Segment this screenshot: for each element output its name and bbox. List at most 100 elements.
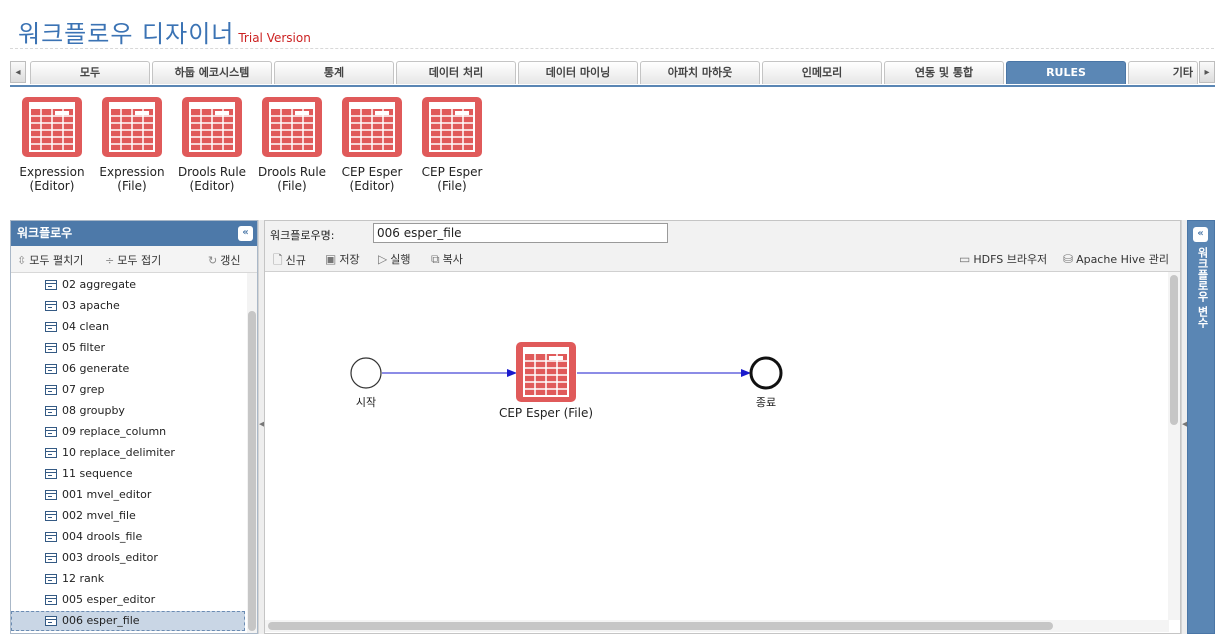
tree-item-label: 09 replace_column: [62, 425, 167, 438]
tree-item[interactable]: 03 apache: [11, 296, 245, 316]
canvas-vertical-scrollbar[interactable]: [1168, 272, 1180, 620]
tree-item[interactable]: 04 clean: [11, 317, 245, 337]
palette-expression-file[interactable]: Expression (File): [95, 96, 169, 193]
tab-apache-mahout[interactable]: 아파치 마하웃: [640, 61, 760, 84]
rule-table-icon: [421, 96, 483, 158]
refresh-icon: ↻: [208, 254, 218, 267]
left-splitter[interactable]: ◀: [258, 220, 266, 634]
tree-item-selected[interactable]: 006 esper_file: [11, 611, 245, 631]
tree-item-label: 02 aggregate: [62, 278, 137, 291]
tree-scrollbar[interactable]: [247, 273, 257, 633]
splitter-left-arrow-icon: ◀: [259, 420, 265, 428]
canvas-vertical-thumb[interactable]: [1170, 275, 1178, 425]
canvas-horizontal-scrollbar[interactable]: [265, 620, 1169, 632]
expand-all-icon: ⇳: [17, 254, 27, 267]
workflow-file-icon: [45, 532, 57, 542]
workflow-name-input[interactable]: [373, 223, 668, 243]
tab-all[interactable]: 모두: [30, 61, 150, 84]
right-splitter[interactable]: ◀: [1181, 220, 1187, 634]
workflow-designer-panel: 워크플로우명: 🗋신규 ▣저장 ▷실행 ⧉복사 ▭HDFS 브라우저 ⛁Apac…: [264, 220, 1181, 634]
workflow-file-icon: [45, 553, 57, 563]
save-label: 저장: [339, 253, 360, 266]
tree-item-label: 07 grep: [62, 383, 105, 396]
workflow-file-icon: [45, 469, 57, 479]
trial-version-label: Trial Version: [238, 31, 311, 45]
start-node[interactable]: [350, 357, 382, 389]
workflow-panel-title: 워크플로우: [17, 226, 73, 240]
splitter-right-arrow-icon: ◀: [1182, 420, 1188, 428]
palette-cep-esper-file[interactable]: CEP Esper (File): [415, 96, 489, 193]
tree-item[interactable]: 11 sequence: [11, 464, 245, 484]
tab-rules[interactable]: RULES: [1006, 61, 1126, 84]
new-button[interactable]: 🗋신규: [273, 251, 306, 272]
tree-item[interactable]: 06 generate: [11, 359, 245, 379]
run-button[interactable]: ▷실행: [378, 251, 410, 267]
palette-drools-rule-file[interactable]: Drools Rule (File): [255, 96, 329, 193]
app-title-text: 워크플로우 디자이너: [18, 20, 235, 48]
hdfs-browser-button[interactable]: ▭HDFS 브라우저: [959, 251, 1047, 267]
tree-item-label: 04 clean: [62, 320, 110, 333]
expand-right-icon[interactable]: «: [1193, 227, 1208, 242]
tree-item[interactable]: 001 mvel_editor: [11, 485, 245, 505]
tab-in-memory[interactable]: 인메모리: [762, 61, 882, 84]
tree-scrollbar-thumb[interactable]: [248, 311, 256, 631]
canvas-horizontal-thumb[interactable]: [268, 622, 1053, 630]
tab-statistics[interactable]: 통계: [274, 61, 394, 84]
tab-data-processing[interactable]: 데이터 처리: [396, 61, 516, 84]
hive-icon: ⛁: [1063, 252, 1074, 266]
cep-esper-file-node[interactable]: [515, 341, 577, 403]
hive-manage-button[interactable]: ⛁Apache Hive 관리: [1063, 251, 1169, 267]
tab-integration[interactable]: 연동 및 통합: [884, 61, 1004, 84]
end-node-label: 종료: [756, 396, 776, 409]
tree-item[interactable]: 004 drools_file: [11, 527, 245, 547]
refresh-label: 갱신: [220, 254, 241, 267]
workflow-file-icon: [45, 406, 57, 416]
task-node-label: CEP Esper (File): [499, 406, 593, 420]
collapse-all-button[interactable]: ÷모두 접기: [105, 252, 161, 268]
tree-item[interactable]: 002 mvel_file: [11, 506, 245, 526]
tab-etc[interactable]: 기타: [1128, 61, 1198, 84]
workflow-variables-panel[interactable]: « 워크플로우 변수: [1187, 220, 1215, 634]
tree-item[interactable]: 05 filter: [11, 338, 245, 358]
workflow-canvas[interactable]: 시작 CEP Esper (File) 종료: [265, 272, 1169, 620]
copy-button[interactable]: ⧉복사: [431, 251, 463, 267]
tree-item[interactable]: 10 replace_delimiter: [11, 443, 245, 463]
tree-item[interactable]: 12 rank: [11, 569, 245, 589]
expand-all-button[interactable]: ⇳모두 펼치기: [17, 252, 83, 268]
rule-table-icon: [181, 96, 243, 158]
hive-label: Apache Hive 관리: [1076, 253, 1169, 266]
tab-data-mining[interactable]: 데이터 마이닝: [518, 61, 638, 84]
collapse-all-label: 모두 접기: [117, 254, 162, 267]
tree-item-label: 06 generate: [62, 362, 130, 375]
tree-item[interactable]: 09 replace_column: [11, 422, 245, 442]
palette-label: Drools Rule (Editor): [177, 165, 247, 193]
palette-label: Expression (File): [99, 165, 165, 193]
collapse-left-icon[interactable]: «: [238, 226, 253, 241]
workflow-file-icon: [45, 616, 57, 626]
tree-item[interactable]: 08 groupby: [11, 401, 245, 421]
palette-expression-editor[interactable]: Expression (Editor): [15, 96, 89, 193]
run-label: 실행: [390, 253, 411, 266]
tree-item[interactable]: 02 aggregate: [11, 275, 245, 295]
rule-table-icon: [515, 341, 577, 403]
palette-drools-rule-editor[interactable]: Drools Rule (Editor): [175, 96, 249, 193]
designer-toolbar: 🗋신규 ▣저장 ▷실행 ⧉복사 ▭HDFS 브라우저 ⛁Apache Hive …: [265, 246, 1180, 272]
workflow-file-icon: [45, 595, 57, 605]
end-node[interactable]: [749, 356, 783, 390]
tab-hadoop-ecosystem[interactable]: 하둡 에코시스템: [152, 61, 272, 84]
workflow-file-icon: [45, 427, 57, 437]
tree-item[interactable]: 07 grep: [11, 380, 245, 400]
tab-scroll-right-icon[interactable]: ▸: [1199, 61, 1215, 83]
save-button[interactable]: ▣저장: [325, 251, 360, 267]
tree-item[interactable]: 005 esper_editor: [11, 590, 245, 610]
tree-item-label: 11 sequence: [62, 467, 133, 480]
refresh-button[interactable]: ↻갱신: [208, 252, 240, 268]
workflow-file-icon: [45, 301, 57, 311]
tree-item[interactable]: 003 drools_editor: [11, 548, 245, 568]
tree-item-label: 12 rank: [62, 572, 105, 585]
expand-all-label: 모두 펼치기: [29, 254, 84, 267]
tree-item-label: 03 apache: [62, 299, 120, 312]
tab-scroll-left-icon[interactable]: ◂: [10, 61, 26, 83]
palette-cep-esper-editor[interactable]: CEP Esper (Editor): [335, 96, 409, 193]
